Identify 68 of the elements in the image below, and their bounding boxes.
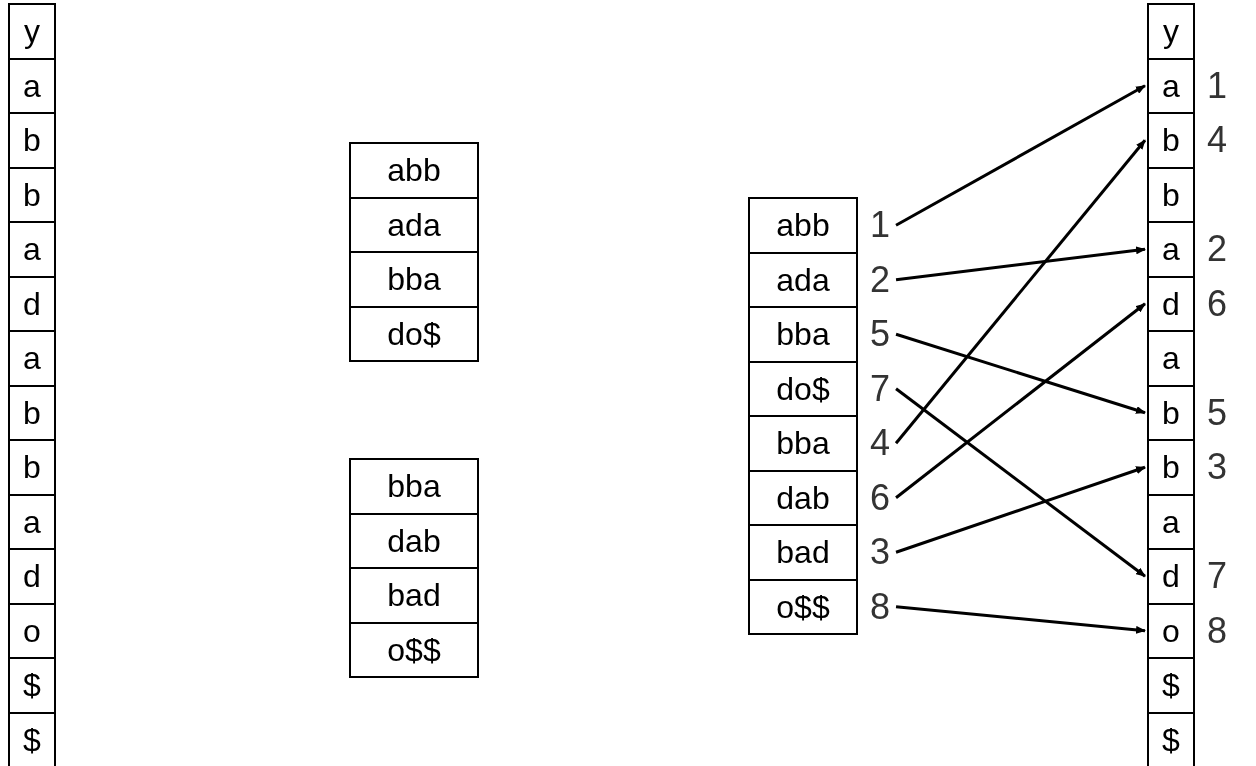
table-cell: o bbox=[8, 602, 56, 659]
table-cell: dab bbox=[349, 512, 479, 569]
index-number: 6 bbox=[870, 479, 891, 516]
index-number: 4 bbox=[1207, 122, 1228, 159]
table-cell: bba bbox=[349, 458, 479, 515]
table-cell: b bbox=[8, 166, 56, 223]
arrow bbox=[895, 246, 1146, 282]
table-cell: $ bbox=[8, 657, 56, 714]
table-cell: b bbox=[1147, 112, 1195, 169]
table-cell: abb bbox=[349, 142, 479, 199]
table-cell: a bbox=[8, 493, 56, 550]
index-number: 1 bbox=[1207, 67, 1228, 104]
arrow bbox=[895, 84, 1146, 227]
table-cell: y bbox=[8, 3, 56, 60]
index-number: 2 bbox=[870, 261, 891, 298]
table-cell: bba bbox=[748, 306, 858, 363]
arrow bbox=[895, 387, 1146, 578]
table-cell: a bbox=[8, 330, 56, 387]
index-number: 4 bbox=[870, 425, 891, 462]
table-cell: ada bbox=[349, 196, 479, 253]
table-cell: $ bbox=[1147, 711, 1195, 766]
table-cell: do$ bbox=[748, 360, 858, 417]
index-number: 7 bbox=[870, 370, 891, 407]
index-number: 1 bbox=[870, 207, 891, 244]
arrow bbox=[895, 302, 1146, 499]
table-cell: o bbox=[1147, 602, 1195, 659]
index-number: 6 bbox=[1207, 285, 1228, 322]
table-cell: b bbox=[1147, 439, 1195, 496]
index-number: 3 bbox=[1207, 449, 1228, 486]
index-number: 8 bbox=[1207, 612, 1228, 649]
table-cell: o$$ bbox=[349, 621, 479, 678]
table-cell: b bbox=[8, 439, 56, 496]
index-number: 3 bbox=[870, 534, 891, 571]
table-cell: d bbox=[1147, 548, 1195, 605]
table-cell: y bbox=[1147, 3, 1195, 60]
index-number: 5 bbox=[870, 316, 891, 353]
table-cell: d bbox=[8, 548, 56, 605]
table-cell: b bbox=[1147, 384, 1195, 441]
table-cell: dab bbox=[748, 469, 858, 526]
table-cell: b bbox=[8, 384, 56, 441]
index-number: 8 bbox=[870, 588, 891, 625]
index-number: 7 bbox=[1207, 558, 1228, 595]
table-cell: a bbox=[8, 57, 56, 114]
table-cell: o$$ bbox=[748, 578, 858, 635]
table-cell: d bbox=[8, 275, 56, 332]
table-cell: $ bbox=[1147, 657, 1195, 714]
table-cell: b bbox=[1147, 166, 1195, 223]
table-cell: a bbox=[1147, 493, 1195, 550]
table-cell: abb bbox=[748, 197, 858, 254]
index-number: 2 bbox=[1207, 231, 1228, 268]
table-cell: a bbox=[8, 221, 56, 278]
arrow bbox=[894, 139, 1147, 445]
table-cell: ada bbox=[748, 251, 858, 308]
table-cell: b bbox=[8, 112, 56, 169]
table-cell: bba bbox=[748, 415, 858, 472]
table-cell: a bbox=[1147, 57, 1195, 114]
table-cell: do$ bbox=[349, 305, 479, 362]
arrow bbox=[895, 605, 1146, 634]
table-cell: bba bbox=[349, 251, 479, 308]
table-cell: bad bbox=[349, 567, 479, 624]
table-cell: d bbox=[1147, 275, 1195, 332]
index-number: 5 bbox=[1207, 394, 1228, 431]
table-cell: $ bbox=[8, 711, 56, 766]
arrow bbox=[895, 465, 1146, 554]
table-cell: a bbox=[1147, 330, 1195, 387]
arrow bbox=[895, 332, 1146, 415]
table-cell: a bbox=[1147, 221, 1195, 278]
table-cell: bad bbox=[748, 524, 858, 581]
